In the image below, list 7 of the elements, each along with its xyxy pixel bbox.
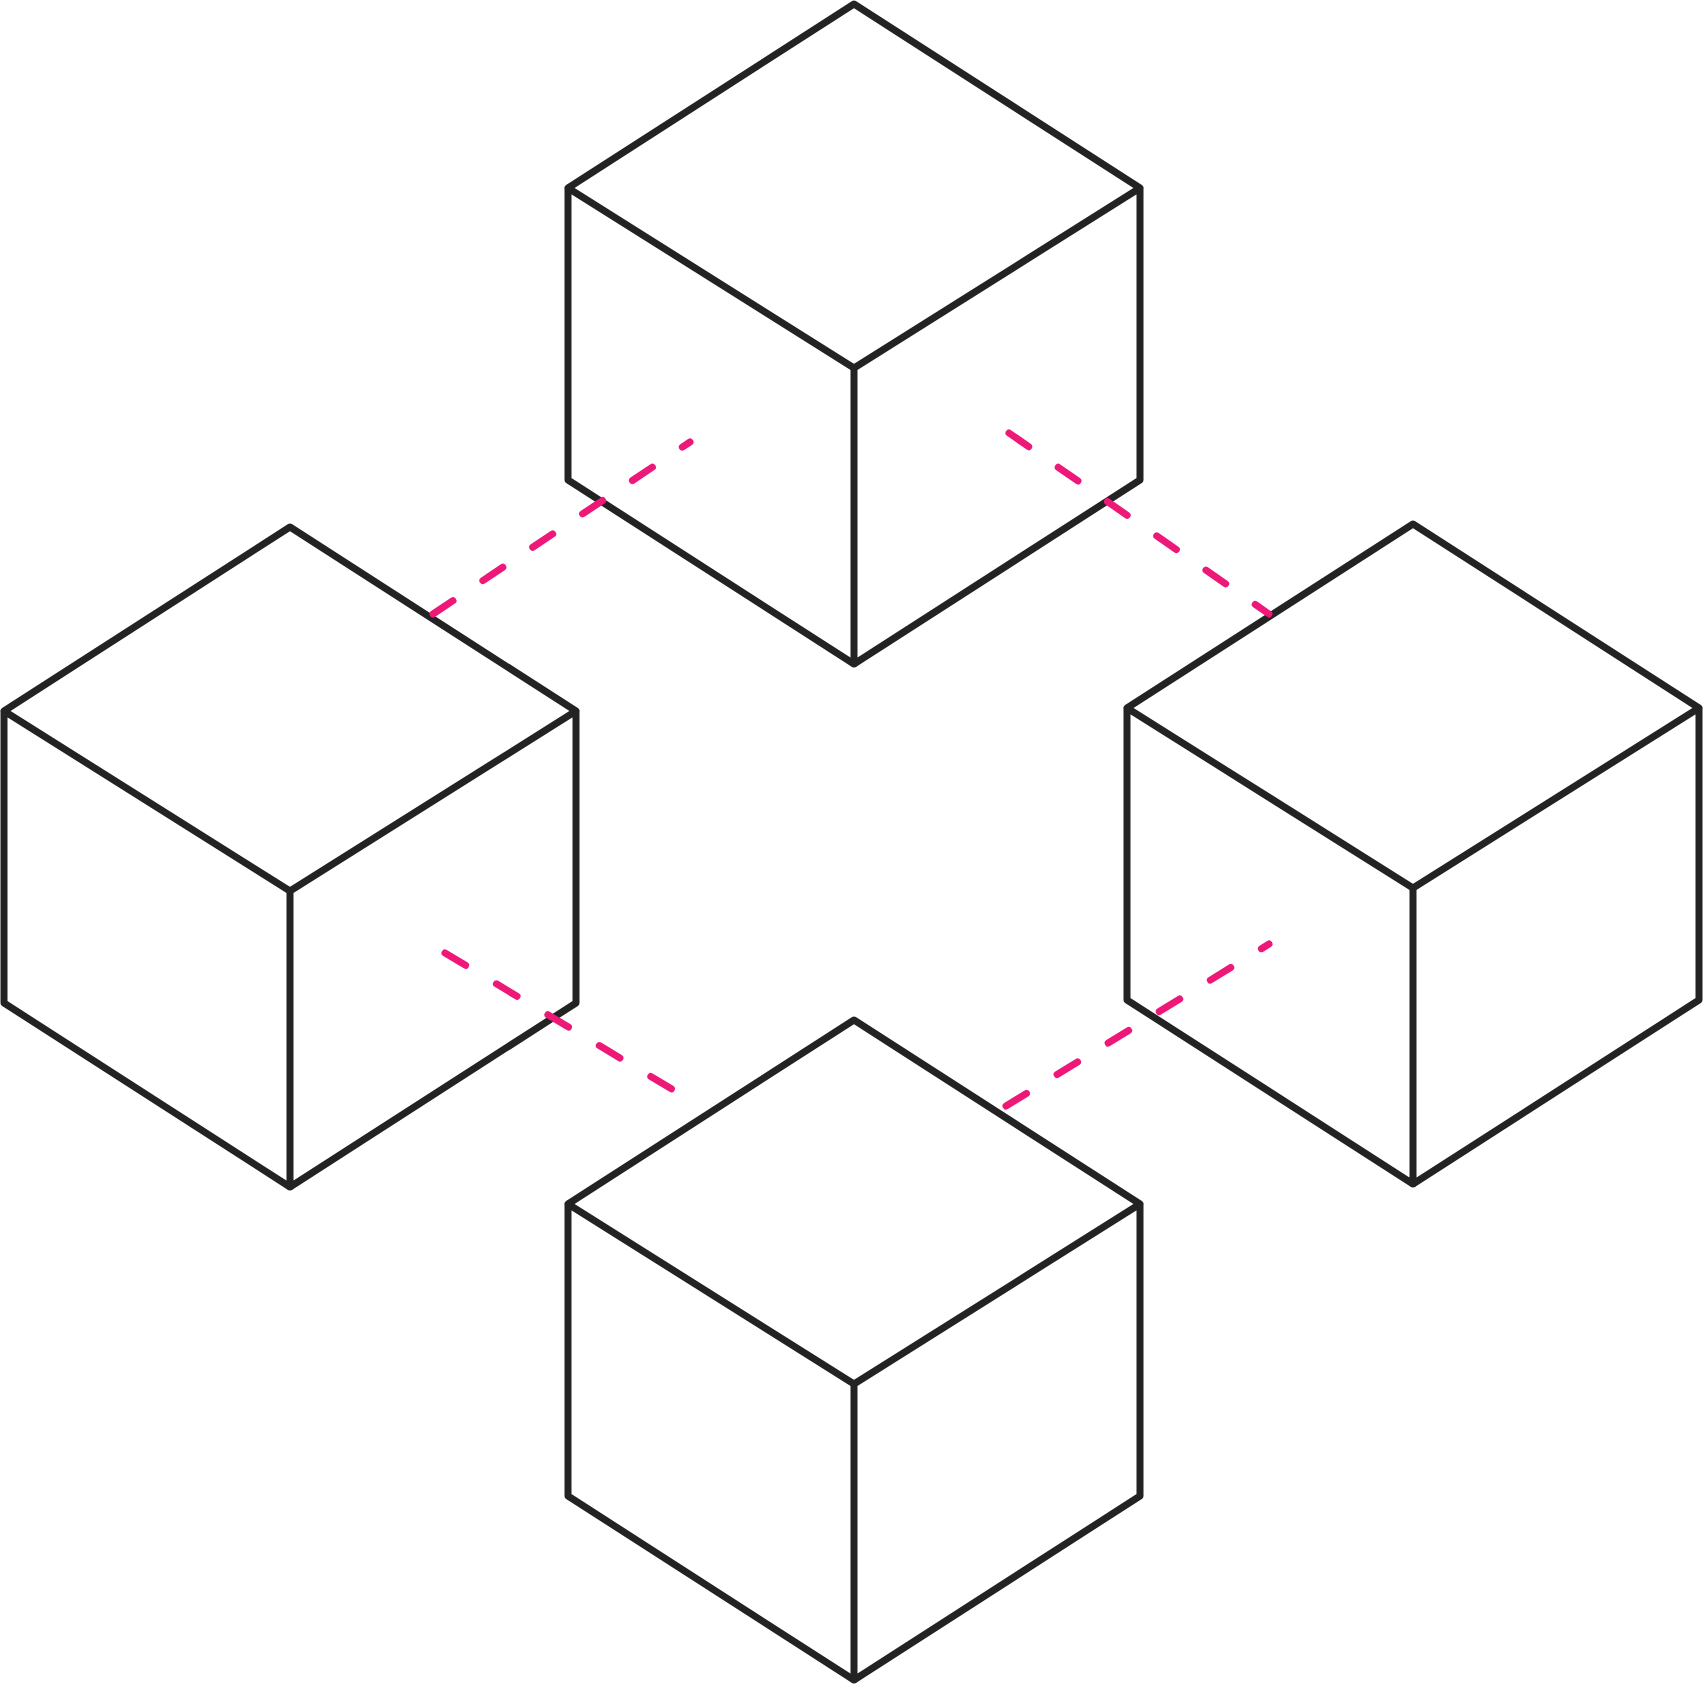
dashed-connector <box>1005 429 1273 618</box>
cube <box>563 1016 1144 1684</box>
cube <box>563 0 1144 668</box>
dashed-connector <box>429 438 694 618</box>
cube <box>0 523 580 1191</box>
cube <box>1123 520 1703 1188</box>
dashed-connector <box>1002 940 1273 1110</box>
